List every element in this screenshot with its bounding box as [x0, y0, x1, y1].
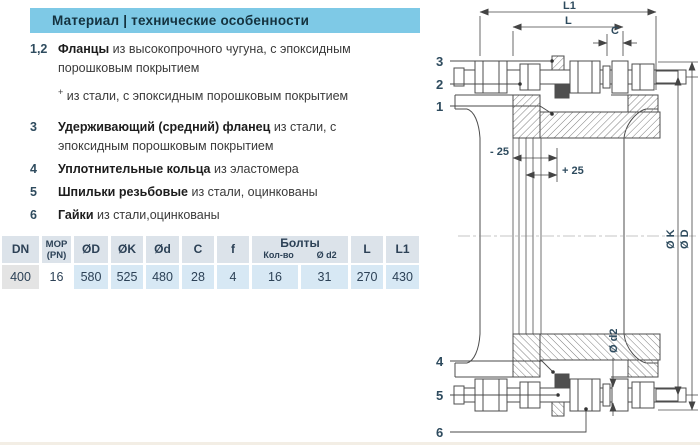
part-label-3: 3 [436, 54, 443, 69]
cell-dn: 400 [2, 265, 39, 289]
item-name: Уплотнительные кольца [58, 162, 211, 176]
item-desc: из стали, с эпоксидным порошковым покрыт… [58, 120, 337, 153]
col-header-bolts-d2: Ø d2 [316, 250, 337, 260]
dim-label-l: L [565, 15, 572, 27]
col-header-od: ØD [74, 236, 108, 263]
cell-mop: 16 [42, 265, 71, 289]
col-header-odsmall: Ød [146, 236, 179, 263]
col-header-bolts-qty: Кол-во [263, 250, 294, 260]
part-label-4: 4 [436, 354, 444, 369]
col-header-l: L [351, 236, 383, 263]
dim-label-minus25: - 25 [490, 146, 509, 158]
item-desc: из стали,оцинкованы [96, 208, 220, 222]
material-item-sealing-rings: 4 Уплотнительные кольца из эластомера [30, 160, 422, 179]
part-label-6: 6 [436, 425, 443, 440]
technical-drawing: L1 L C - 25 + 25 Ø K Ø D Ø d2 3 2 1 4 5 … [436, 0, 699, 440]
item-name: Фланцы [58, 42, 110, 56]
dim-label-plus25: + 25 [562, 165, 584, 177]
item-number: 6 [30, 208, 37, 222]
col-header-dn: DN [2, 236, 39, 263]
material-item-steel-note: + из стали, с эпоксидным порошковым покр… [30, 83, 422, 106]
dim-label-od: Ø D [679, 229, 691, 249]
material-item-studs: 5 Шпильки резьбовые из стали, оцинкованы [30, 183, 422, 202]
cell-c: 28 [182, 265, 214, 289]
sealing-ring-section [554, 83, 570, 99]
col-header-bolts: Болты Кол-во Ø d2 [252, 236, 348, 263]
material-item-middle-flange: 3 Удерживающий (средний) фланец из стали… [30, 118, 422, 156]
item-number: 3 [30, 120, 37, 134]
col-header-c: C [182, 236, 214, 263]
section-header: Материал | технические особенности [30, 8, 420, 33]
dim-label-od2: Ø d2 [608, 329, 620, 353]
item-number: 1,2 [30, 42, 48, 56]
dim-label-ok: Ø K [665, 229, 677, 249]
cell-f: 4 [217, 265, 249, 289]
item-number: 5 [30, 185, 37, 199]
section-title: Материал | технические особенности [52, 13, 310, 28]
note-marker: + [58, 87, 64, 97]
part-label-2: 2 [436, 77, 443, 92]
dim-label-l1: L1 [563, 0, 576, 12]
cell-l: 270 [351, 265, 383, 289]
cell-bolts-d2: 31 [301, 265, 348, 289]
item-name: Гайки [58, 208, 94, 222]
col-header-f: f [217, 236, 249, 263]
part-label-5: 5 [436, 388, 443, 403]
item-name: Шпильки резьбовые [58, 185, 188, 199]
col-header-mop: MOP (PN) [42, 236, 71, 263]
cell-ok: 525 [111, 265, 143, 289]
material-item-nuts: 6 Гайки из стали,оцинкованы [30, 206, 422, 225]
item-desc: из эластомера [213, 162, 299, 176]
item-name: Удерживающий (средний) фланец [58, 120, 271, 134]
item-number: 4 [30, 162, 37, 176]
col-header-l1: L1 [386, 236, 419, 263]
part-label-1: 1 [436, 99, 443, 114]
item-desc: из стали, с эпоксидным порошковым покрыт… [66, 89, 349, 104]
cell-l1: 430 [386, 265, 419, 289]
cell-bolts-qty: 16 [252, 265, 298, 289]
material-item-flanges: 1,2 Фланцы из высокопрочного чугуна, с э… [30, 40, 422, 78]
item-desc: из стали, оцинкованы [191, 185, 318, 199]
part-leader-lines [450, 60, 587, 433]
dimension-lines [479, 8, 696, 416]
page-edge-strip [0, 442, 700, 445]
leader-dots [518, 59, 588, 411]
col-header-ok: ØK [111, 236, 143, 263]
dimension-table: DN MOP (PN) ØD ØK Ød C f Болты Кол-во Ø … [2, 236, 419, 289]
item-desc: из высокопрочного чугуна, с эпоксидным п… [58, 42, 351, 75]
dim-label-c: C [611, 25, 619, 37]
cell-od: 580 [74, 265, 108, 289]
cell-odsmall: 480 [146, 265, 179, 289]
coupling-assembly-half [453, 55, 698, 139]
